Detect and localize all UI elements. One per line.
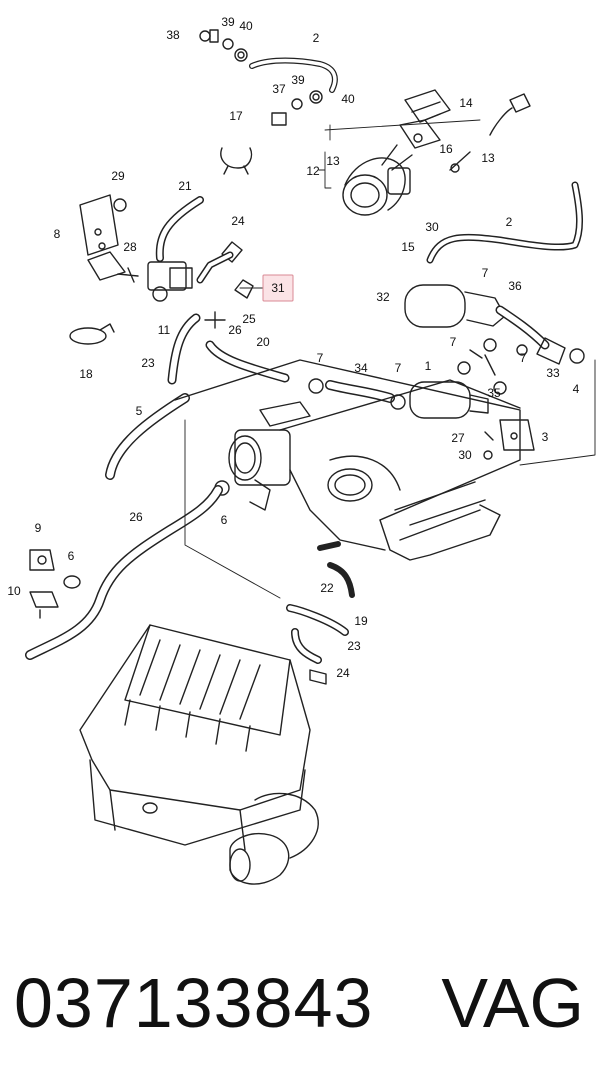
callout-label: 32 <box>376 290 390 304</box>
callout-label: 25 <box>242 312 256 326</box>
diagram-line-art <box>25 29 596 885</box>
callout-label: 34 <box>354 361 368 375</box>
callout-label: 36 <box>508 279 522 293</box>
callout-label: 10 <box>7 584 21 598</box>
callout-label: 24 <box>231 214 245 228</box>
callout-label: 16 <box>439 142 453 156</box>
callout-label: 5 <box>136 404 143 418</box>
callout-label: 35 <box>487 386 501 400</box>
callout-label: 27 <box>451 431 465 445</box>
callout-label: 21 <box>178 179 192 193</box>
callout-label: 12 <box>306 164 320 178</box>
callout-label: 23 <box>141 356 155 370</box>
callout-label: 7 <box>395 361 402 375</box>
callout-label: 1 <box>425 359 432 373</box>
callout-label: 13 <box>481 151 495 165</box>
callout-label: 13 <box>326 154 340 168</box>
callout-label: 8 <box>54 227 61 241</box>
callout-label: 7 <box>317 351 324 365</box>
callout-label: 28 <box>123 240 137 254</box>
callout-label: 30 <box>425 220 439 234</box>
callout-label: 7 <box>482 266 489 280</box>
callout-label: 38 <box>166 28 180 42</box>
footer: 037133843 VAG <box>0 948 600 1058</box>
callout-label: 3 <box>542 430 549 444</box>
callout-label: 6 <box>68 549 75 563</box>
callout-label: 30 <box>458 448 472 462</box>
callout-label: 2 <box>313 31 320 45</box>
callout-label: 6 <box>221 513 228 527</box>
callout-label: 7 <box>450 335 457 349</box>
callout-label: 26 <box>129 510 143 524</box>
callout-label: 17 <box>229 109 243 123</box>
part-number: 037133843 <box>14 964 374 1042</box>
callout-label: 26 <box>228 323 242 337</box>
callout-label: 19 <box>354 614 368 628</box>
callout-label: 2 <box>506 215 513 229</box>
callout-label: 39 <box>221 15 235 29</box>
callout-label: 20 <box>256 335 270 349</box>
callout-label: 18 <box>79 367 93 381</box>
callout-label: 40 <box>341 92 355 106</box>
callout-label: 7 <box>520 351 527 365</box>
callout-label: 39 <box>291 73 305 87</box>
callout-label: 14 <box>459 96 473 110</box>
callout-label: 22 <box>320 581 334 595</box>
callout-label: 31 <box>271 281 285 295</box>
exploded-parts-diagram: 3839402373940141716131312292182430228153… <box>7 15 596 885</box>
brand-name: VAG <box>441 964 584 1042</box>
callout-label: 29 <box>111 169 125 183</box>
callout-label: 23 <box>347 639 361 653</box>
callout-label: 37 <box>272 82 286 96</box>
highlight-box-31 <box>262 274 294 302</box>
callout-label: 4 <box>573 382 580 396</box>
callout-label: 40 <box>239 19 253 33</box>
callout-label: 9 <box>35 521 42 535</box>
callout-label: 24 <box>336 666 350 680</box>
callout-label: 33 <box>546 366 560 380</box>
callout-label: 15 <box>401 240 415 254</box>
callout-label: 11 <box>158 323 171 337</box>
